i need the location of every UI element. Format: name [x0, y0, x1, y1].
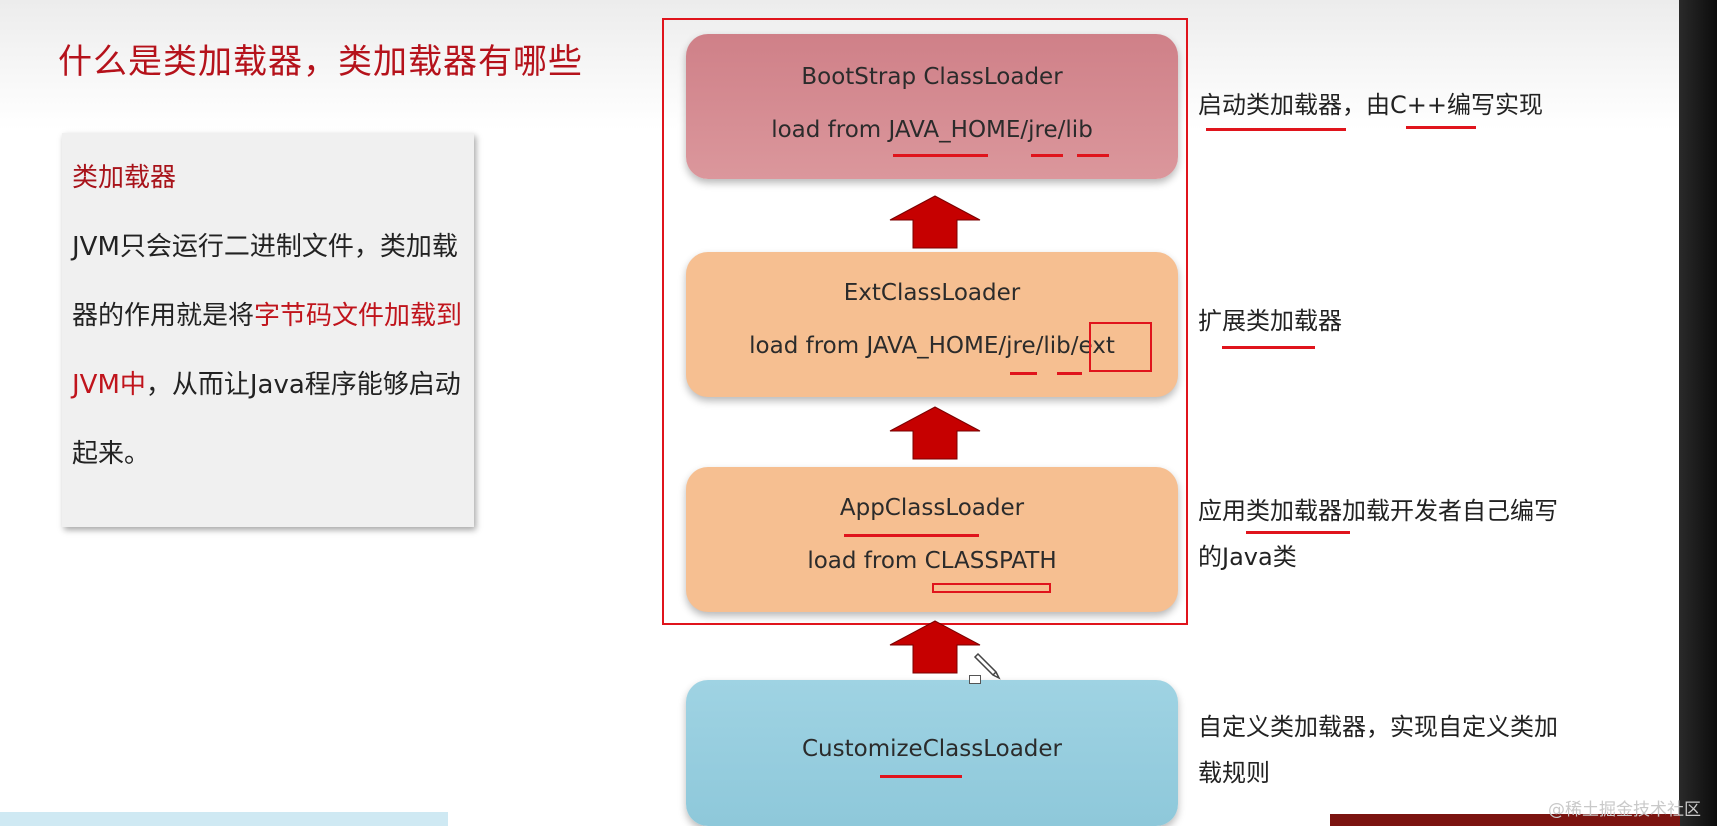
annotation-underline [1222, 346, 1315, 349]
cursor-marker [969, 675, 981, 684]
loader-name: ExtClassLoader [843, 280, 1021, 306]
card-body: JVM只会运行二进制文件，类加载器的作用就是将字节码文件加载到JVM中，从而让J… [72, 213, 467, 489]
annotation-underline [1406, 126, 1476, 129]
loader-path: load from CLASSPATH [807, 548, 1057, 574]
pencil-cursor-icon [973, 652, 1001, 680]
annotation-underline [1031, 154, 1063, 157]
progress-bar [0, 812, 448, 826]
loader-path: load from JAVA_HOME/jre/lib/ext [749, 333, 1115, 359]
up-arrow-icon [889, 195, 981, 249]
note-ext: 扩展类加载器 [1198, 307, 1342, 335]
annotation-box [932, 583, 1051, 593]
card-body-text: JVM只会运行二进制文件，类加载器的作用就是将 [72, 232, 458, 331]
annotation-underline [844, 534, 979, 537]
annotation-underline [1246, 531, 1350, 534]
bootstrap-loader-box: BootStrap ClassLoader load from JAVA_HOM… [686, 34, 1178, 179]
annotation-underline [1057, 372, 1082, 375]
note-app: 应用类加载器加载开发者自己编写的Java类 [1198, 497, 1558, 571]
annotation-underline [1206, 128, 1346, 131]
annotation-underline [893, 154, 988, 157]
card-title: 类加载器 [72, 163, 177, 193]
annotation-box [1089, 322, 1152, 372]
customize-loader-box: CustomizeClassLoader [686, 680, 1178, 826]
definition-card: 类加载器 JVM只会运行二进制文件，类加载器的作用就是将字节码文件加载到JVM中… [62, 133, 474, 527]
up-arrow-icon [889, 406, 981, 460]
ext-loader-box: ExtClassLoader load from JAVA_HOME/jre/l… [686, 252, 1178, 397]
jvm-loaders-frame [662, 18, 1188, 625]
video-edge [1679, 0, 1717, 826]
card-body-highlight: 字节码文件加载到JVM中 [72, 301, 463, 400]
annotation-underline [1010, 372, 1037, 375]
loader-name: BootStrap ClassLoader [801, 64, 1063, 90]
loader-name: CustomizeClassLoader [801, 736, 1063, 762]
bottom-banner [1330, 814, 1680, 826]
annotation-underline [880, 775, 962, 778]
page-title: 什么是类加载器，类加载器有哪些 [58, 42, 583, 82]
up-arrow-icon [889, 620, 981, 674]
watermark: @稀土掘金技术社区 [1548, 800, 1701, 820]
loader-name: AppClassLoader [839, 495, 1025, 521]
note-customize: 自定义类加载器，实现自定义类加载规则 [1198, 713, 1558, 787]
note-bootstrap: 启动类加载器，由C++编写实现 [1198, 91, 1543, 119]
card-body-text-end: ，从而让Java程序能够启动起来。 [72, 370, 461, 469]
annotation-underline [1077, 154, 1109, 157]
loader-path: load from JAVA_HOME/jre/lib [771, 117, 1093, 143]
